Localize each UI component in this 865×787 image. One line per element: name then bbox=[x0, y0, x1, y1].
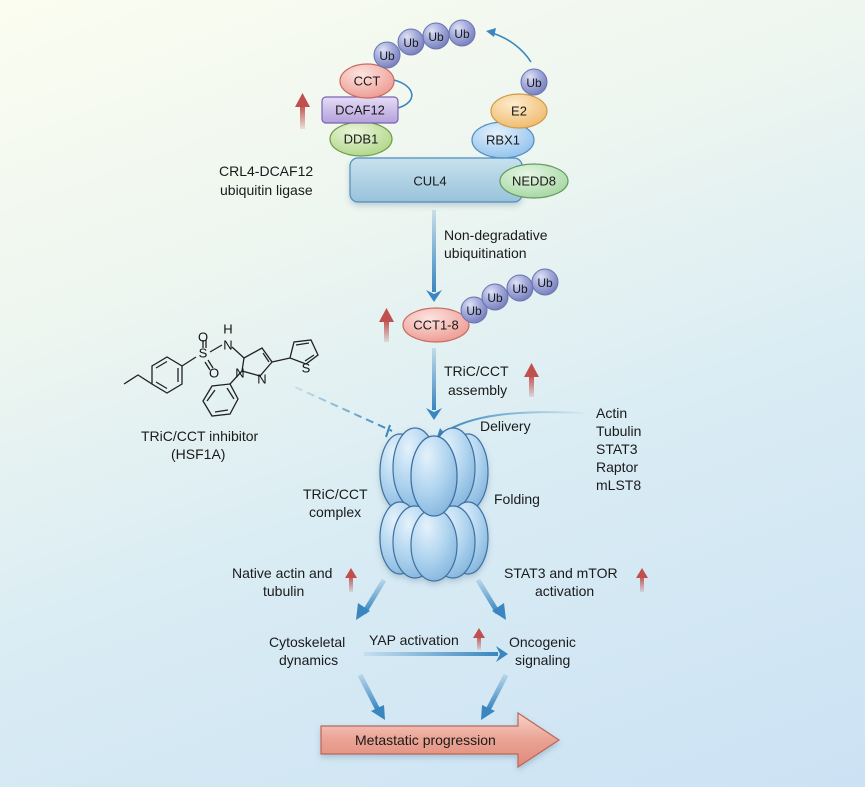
nedd8-label: NEDD8 bbox=[512, 174, 556, 189]
e2-node bbox=[490, 93, 548, 129]
atom-n: N bbox=[223, 338, 232, 353]
metastatic-progression-label: Metastatic progression bbox=[355, 732, 496, 748]
ub-label: Ub bbox=[487, 291, 503, 305]
step2-label-line2: assembly bbox=[448, 382, 507, 398]
ddb1-label: DDB1 bbox=[344, 132, 379, 147]
native-actin-upregulation-arrow-icon bbox=[345, 568, 357, 592]
atom-s: S bbox=[302, 361, 311, 376]
tric-cct-complex bbox=[379, 427, 489, 582]
substrate-item: Actin bbox=[596, 405, 627, 421]
rbx1-label: RBX1 bbox=[486, 133, 520, 148]
flow-arrow-to-complex bbox=[426, 348, 442, 420]
cct1-8-upregulation-arrow-icon bbox=[379, 308, 394, 342]
cul4-label: CUL4 bbox=[413, 174, 446, 189]
substrate-delivery: Delivery Actin Tubulin STAT3 Raptor mLST… bbox=[436, 405, 641, 493]
hsf1a-chemical-structure bbox=[123, 339, 319, 417]
flow-arrow-onco-to-metastasis bbox=[481, 673, 509, 720]
atom-o: O bbox=[209, 366, 219, 381]
native-actin-label-line2: tubulin bbox=[263, 583, 304, 599]
cct-dcaf12-link bbox=[393, 79, 413, 109]
assembly-upregulation-arrow-icon bbox=[524, 363, 539, 397]
inhibitor-label-line1: TRiC/CCT inhibitor bbox=[141, 428, 259, 444]
metastatic-progression-arrow bbox=[320, 711, 561, 769]
flow-arrow-to-oncogenic bbox=[475, 578, 506, 620]
substrate-list: Actin Tubulin STAT3 Raptor mLST8 bbox=[596, 405, 641, 493]
cct-label: CCT bbox=[354, 74, 381, 89]
cytoskeletal-label-line1: Cytoskeletal bbox=[269, 634, 345, 650]
oncogenic-label-line1: Oncogenic bbox=[509, 634, 576, 650]
substrate-item: Tubulin bbox=[596, 423, 641, 439]
folding-label: Folding bbox=[494, 491, 540, 507]
ub-label: Ub bbox=[526, 76, 542, 90]
ub-label: Ub bbox=[537, 276, 553, 290]
ub-label: Ub bbox=[454, 27, 470, 41]
stat3-mtor-upregulation-arrow-icon bbox=[636, 568, 648, 592]
cct1-8-node bbox=[402, 307, 470, 343]
atom-h: H bbox=[223, 322, 232, 337]
ub-on-e2 bbox=[520, 68, 548, 96]
stat3-mtor-label-line2: activation bbox=[535, 583, 594, 599]
delivery-label: Delivery bbox=[480, 418, 531, 434]
ub-label: Ub bbox=[403, 36, 419, 50]
ub-chain-ligase: Ub Ub Ub Ub bbox=[373, 19, 476, 69]
ub-label: Ub bbox=[466, 304, 482, 318]
substrate-item: Raptor bbox=[596, 459, 638, 475]
atom-s: S bbox=[199, 346, 208, 361]
atom-o: O bbox=[198, 330, 208, 345]
complex-label-line1: TRiC/CCT bbox=[303, 486, 368, 502]
inhibitor-label-line2: (HSF1A) bbox=[171, 446, 225, 462]
ligase-label-line1: CRL4-DCAF12 bbox=[219, 163, 313, 179]
ub-label: Ub bbox=[428, 30, 444, 44]
hsf1a-inhibitor: O S O H N N N S TRiC/CCT inhibitor (HSF1… bbox=[123, 322, 393, 462]
flow-arrow-yap bbox=[364, 646, 508, 662]
e2-label: E2 bbox=[511, 104, 527, 119]
cytoskeletal-label-line2: dynamics bbox=[279, 652, 338, 668]
native-actin-label-line1: Native actin and bbox=[232, 565, 332, 581]
cct1-8-ubiquitinated: CCT1-8 Ub Ub Ub Ub bbox=[379, 268, 559, 343]
atom-n: N bbox=[257, 372, 266, 387]
oncogenic-label-line2: signaling bbox=[515, 652, 570, 668]
ligase-label-line2: ubiquitin ligase bbox=[220, 182, 313, 198]
flow-arrow-to-cytoskeletal bbox=[356, 578, 387, 620]
inhibition-arrow bbox=[294, 386, 393, 438]
ub-label: Ub bbox=[379, 49, 395, 63]
assembly-step: TRiC/CCT assembly bbox=[426, 348, 539, 420]
substrate-item: mLST8 bbox=[596, 477, 641, 493]
step1-label-line2: ubiquitination bbox=[444, 245, 527, 261]
cct-node bbox=[339, 63, 395, 99]
atom-n: N bbox=[235, 366, 244, 381]
ub-label: Ub bbox=[512, 282, 528, 296]
dcaf12-upregulation-arrow-icon bbox=[295, 93, 310, 129]
stat3-mtor-label-line1: STAT3 and mTOR bbox=[504, 565, 618, 581]
crl4-dcaf12-ligase: CUL4 NEDD8 DDB1 DCAF12 CCT Ub Ub Ub Ub R… bbox=[219, 19, 569, 203]
cct1-8-label: CCT1-8 bbox=[413, 318, 459, 333]
dcaf12-label: DCAF12 bbox=[335, 103, 385, 118]
yap-upregulation-arrow-icon bbox=[473, 628, 485, 650]
ub-transfer-arrow bbox=[486, 28, 532, 63]
complex-label-line2: complex bbox=[309, 504, 361, 520]
yap-activation-label: YAP activation bbox=[369, 632, 459, 648]
substrate-item: STAT3 bbox=[596, 441, 638, 457]
flow-arrow-to-cct1-8 bbox=[426, 210, 442, 302]
nedd8-node bbox=[499, 163, 569, 199]
ubiquitination-step: Non-degradative ubiquitination bbox=[426, 210, 548, 302]
step1-label-line1: Non-degradative bbox=[444, 227, 548, 243]
flow-arrow-cyto-to-metastasis bbox=[357, 673, 385, 720]
outcomes: Native actin and tubulin STAT3 and mTOR … bbox=[232, 565, 648, 769]
step2-label-line1: TRiC/CCT bbox=[444, 363, 509, 379]
